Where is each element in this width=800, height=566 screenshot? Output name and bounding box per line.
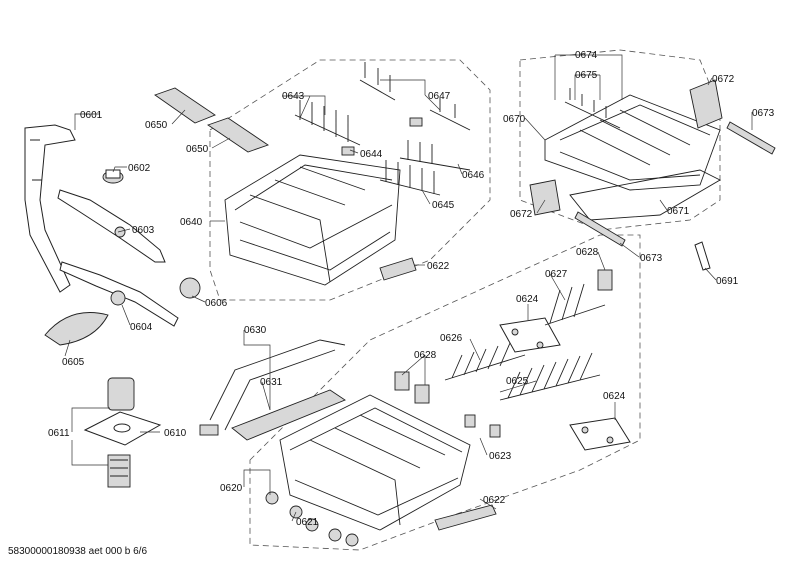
cutlery-insert-0650b (207, 117, 269, 153)
lower-basket-group-outline (249, 234, 641, 551)
label-0650b: 0650 (186, 144, 209, 155)
label-0622-upper: 0622 (427, 261, 450, 272)
label-0643: 0643 (282, 91, 305, 102)
lower-basket-0620 (279, 394, 471, 531)
filter-assembly (83, 377, 162, 488)
handle-0622-lower (434, 504, 497, 531)
label-0672a: 0672 (712, 74, 735, 85)
label-0626: 0626 (440, 333, 463, 344)
tines-0627 (544, 283, 606, 326)
filter-disc-0606 (179, 277, 201, 299)
spray-disc-0605 (44, 312, 109, 346)
label-0630: 0630 (244, 325, 267, 336)
drawing-number-footer: 58300000180938 aet 000 b 6/6 (8, 546, 148, 557)
label-0670: 0670 (503, 114, 526, 125)
label-0673b: 0673 (640, 253, 663, 264)
label-0624a: 0624 (516, 294, 539, 305)
clip-0691 (694, 241, 711, 271)
nozzle-0602 (102, 169, 124, 184)
top-rack-frame-0671 (569, 169, 721, 221)
clip-0628a (597, 269, 613, 291)
leader-lines (64, 54, 753, 522)
upper-basket-0640 (224, 154, 401, 286)
label-0622-lower: 0622 (483, 495, 506, 506)
label-0675: 0675 (575, 70, 598, 81)
rack-0630 (199, 339, 346, 436)
label-0625: 0625 (506, 376, 529, 387)
spike-rack-0647 (359, 62, 471, 131)
label-0603: 0603 (132, 225, 155, 236)
cutlery-insert-0650a (154, 87, 216, 124)
top-rack-group-outline (519, 49, 721, 231)
label-0646: 0646 (462, 170, 485, 181)
label-0611: 0611 (48, 428, 70, 439)
label-0610: 0610 (164, 428, 187, 439)
top-rack-0670 (544, 94, 721, 191)
label-0628b: 0628 (414, 350, 437, 361)
label-0631: 0631 (260, 377, 283, 388)
cutlery-insert-0631 (231, 389, 346, 441)
clip-0623 (464, 414, 501, 438)
label-0620: 0620 (220, 483, 243, 494)
label-0604: 0604 (130, 322, 153, 333)
rail-0673b (574, 211, 626, 247)
label-0645: 0645 (432, 200, 455, 211)
label-0623: 0623 (489, 451, 512, 462)
rail-0673a (726, 121, 776, 155)
tines-0626 (444, 342, 526, 381)
label-0691: 0691 (716, 276, 739, 287)
label-0627: 0627 (545, 269, 568, 280)
label-0673a: 0673 (752, 108, 775, 119)
upper-spray-arm (57, 189, 166, 263)
label-0621: 0621 (296, 517, 319, 528)
label-0650a: 0650 (145, 120, 168, 131)
handle-0622-upper (379, 257, 417, 281)
label-0628a: 0628 (576, 247, 599, 258)
supply-pipe (24, 124, 76, 293)
rail-0672b (529, 179, 561, 216)
clip-0628b (394, 371, 430, 404)
tines-0625 (499, 352, 601, 401)
label-0602: 0602 (128, 163, 151, 174)
label-0671: 0671 (667, 206, 690, 217)
label-0601: 0601 (80, 110, 103, 121)
label-0624b: 0624 (603, 391, 626, 402)
label-0672b: 0672 (510, 209, 533, 220)
clip-0644 (341, 146, 355, 156)
label-0640: 0640 (180, 217, 203, 228)
label-0605: 0605 (62, 357, 85, 368)
spikes-0675 (564, 88, 621, 129)
label-0674: 0674 (575, 50, 598, 61)
spike-rack-0646 (399, 140, 471, 171)
upper-basket-group-outline (209, 59, 491, 301)
rail-0672a (689, 79, 723, 129)
spike-rack-0643 (294, 100, 361, 146)
label-0647: 0647 (428, 91, 451, 102)
clips-0624b (569, 417, 631, 451)
spike-rack-0645 (379, 160, 441, 196)
lower-spray-arm (59, 261, 179, 327)
label-0644: 0644 (360, 149, 383, 160)
label-0606: 0606 (205, 298, 228, 309)
